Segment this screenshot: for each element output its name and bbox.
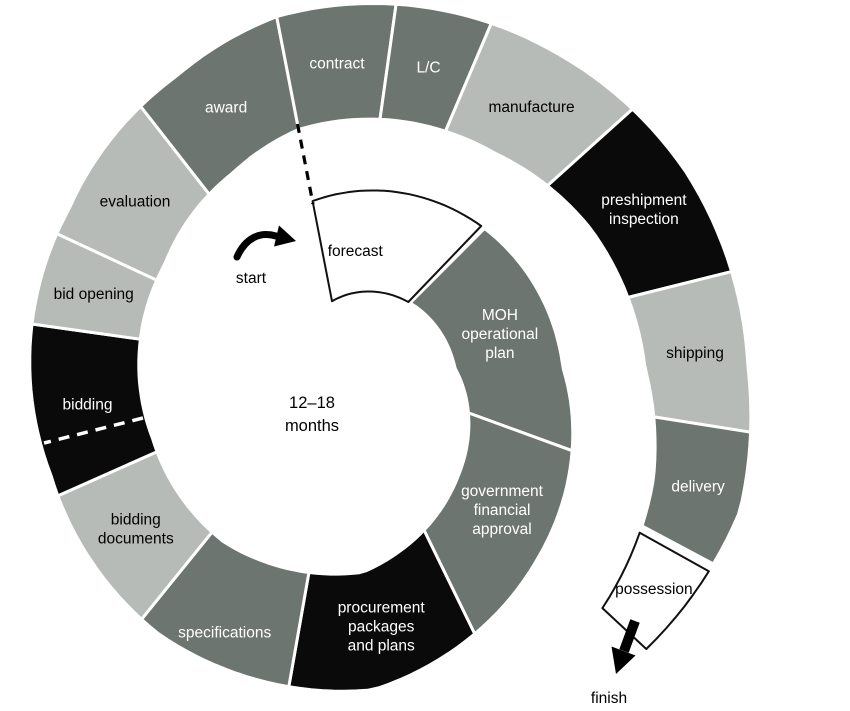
segment-label-lc: L/C [416, 59, 440, 76]
segment-label-specifications: specifications [178, 624, 271, 641]
center-duration-line2: months [285, 417, 339, 435]
segment-label-forecast: forecast [328, 243, 384, 260]
segment-label-award: award [205, 100, 247, 117]
bidding-phase-dashed-divider [43, 416, 144, 445]
spiral-segments [28, 2, 753, 693]
segment-label-delivery: delivery [671, 479, 725, 496]
start-arrow-icon [233, 225, 296, 261]
finish-label: finish [591, 690, 627, 707]
start-label: start [236, 270, 267, 287]
segment-possession [601, 531, 710, 650]
segment-label-bidding: bidding [63, 397, 113, 414]
segment-delivery [640, 415, 753, 566]
segment-label-shipping: shipping [666, 345, 724, 362]
segment-forecast [311, 189, 483, 303]
finish-arrow-icon [611, 619, 640, 674]
segment-label-possession: possession [615, 581, 693, 598]
segment-label-manufacture: manufacture [489, 99, 575, 116]
center-duration-line1: 12–18 [289, 394, 335, 412]
segment-label-evaluation: evaluation [100, 194, 171, 211]
start-boundary-dashed-line [295, 123, 315, 205]
segment-label-contract: contract [309, 56, 365, 73]
segment-label-bid-opening: bid opening [54, 286, 134, 303]
